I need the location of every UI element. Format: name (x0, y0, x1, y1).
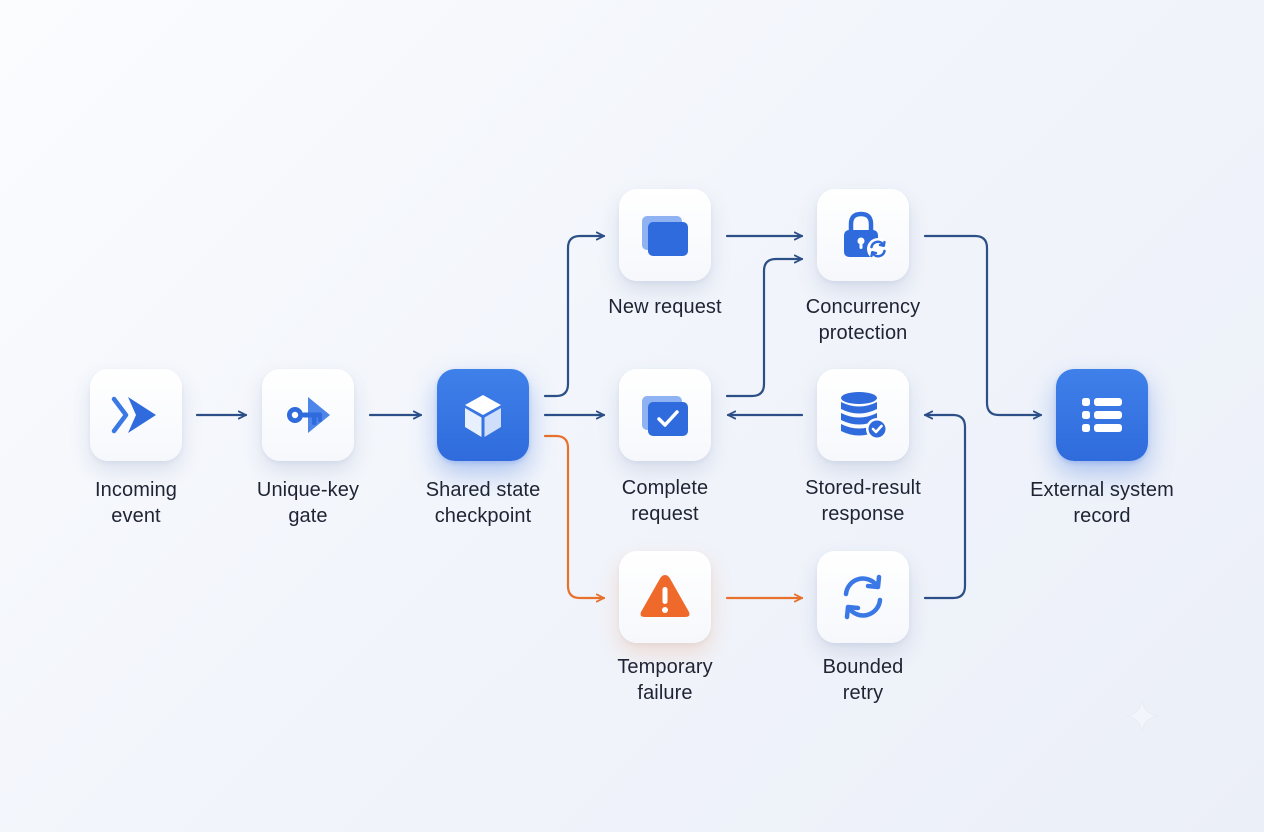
connector-complete-request-to-concurrency (725, 254, 804, 398)
refresh-icon (843, 574, 883, 620)
node-temporary-failure[interactable] (619, 551, 711, 643)
database-check-icon (841, 392, 888, 440)
node-stored-result-response[interactable] (817, 369, 909, 461)
label-bounded-retry: Bounded retry (822, 656, 904, 704)
label-new-request: New request (608, 296, 722, 318)
node-external-system-record[interactable] (1056, 369, 1148, 461)
label-complete-request: Complete request (621, 477, 709, 525)
key-icon (287, 397, 330, 433)
node-unique-key-gate[interactable] (262, 369, 354, 461)
connector-retry-to-stored-result (923, 410, 967, 600)
list-icon (1082, 398, 1122, 432)
connector-concurrency-to-external-record (923, 234, 1043, 420)
node-shared-state-checkpoint[interactable] (437, 369, 529, 461)
label-concurrency-protection: Concurrency protection (805, 296, 921, 344)
node-incoming-event[interactable] (90, 369, 182, 461)
stacked-cards-icon (642, 216, 688, 256)
node-new-request[interactable] (619, 189, 711, 281)
label-unique-key-gate: Unique-key gate (256, 479, 360, 527)
lock-refresh-icon (844, 211, 889, 260)
node-concurrency-protection[interactable] (817, 189, 909, 281)
cube-icon (465, 395, 501, 437)
connector-checkpoint-to-temporary-failure (543, 434, 606, 603)
label-stored-result-response: Stored-result response (805, 477, 921, 525)
sparkle-icon (1125, 699, 1159, 733)
node-complete-request[interactable] (619, 369, 711, 461)
label-external-system-record: External system record (1030, 479, 1174, 527)
label-temporary-failure: Temporary failure (617, 656, 713, 704)
stacked-cards-check-icon (642, 396, 688, 436)
node-bounded-retry[interactable] (817, 551, 909, 643)
label-shared-state-checkpoint: Shared state checkpoint (425, 479, 541, 527)
label-incoming-event: Incoming event (95, 479, 177, 527)
double-chevron-right-icon (111, 396, 156, 434)
warning-triangle-icon (640, 575, 690, 617)
connector-checkpoint-to-new-request (543, 231, 606, 398)
